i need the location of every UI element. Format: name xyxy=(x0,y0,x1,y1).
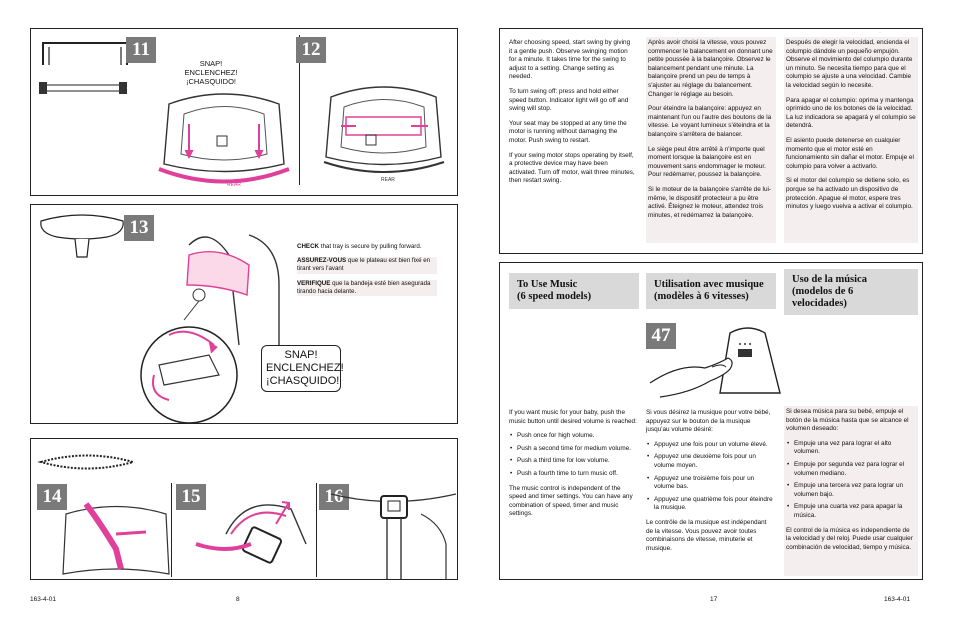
panel-divider xyxy=(171,483,172,577)
rear-label: REAR xyxy=(381,177,395,183)
step-15-illustration xyxy=(195,501,307,564)
page-number-left: 8 xyxy=(236,596,240,603)
music-header-en: To Use Music(6 speed models) xyxy=(509,273,639,309)
rear-label: REAR xyxy=(227,182,241,188)
check-fr: ASSUREZ-VOUS que le plateau est bien fix… xyxy=(297,257,437,274)
music-fr-column: Si vous désirez la musique pour votre bé… xyxy=(646,409,774,559)
footer-code-left: 163-4-01 xyxy=(30,596,57,603)
music-es-column: Si desea música para su bebé, empuje el … xyxy=(784,406,918,576)
step-16-illustration xyxy=(330,493,457,579)
check-tray-text: CHECK that tray is secure by pulling for… xyxy=(297,243,437,302)
step-number-14: 14 xyxy=(37,484,67,510)
swing-fr-column: Après avoir choisi la vitesse, vous pouv… xyxy=(646,37,776,243)
snap-callout: SNAP!ENCLENCHEZ!¡CHASQUIDO! xyxy=(261,345,344,392)
music-button-illustration xyxy=(649,327,781,398)
panel-divider xyxy=(299,35,300,185)
step-12-illustration: REAR xyxy=(323,86,445,183)
step-number-11: 11 xyxy=(126,37,156,63)
music-en-column: If you want music for your baby, push th… xyxy=(509,409,637,525)
footer-code-right: 163-4-01 xyxy=(884,596,911,603)
panel-steps-14-16: 14 15 16 xyxy=(30,438,458,580)
panel-step-13: 13 SNAP!ENCLENCHEZ!¡CHASQUIDO! CHECK tha… xyxy=(30,204,458,424)
step-13-illustration xyxy=(140,234,280,424)
strap-illustration xyxy=(37,454,137,470)
check-en: CHECK that tray is secure by pulling for… xyxy=(297,243,422,250)
step-number-47: 47 xyxy=(646,323,676,349)
tray-illustration xyxy=(40,214,124,258)
panel-divider xyxy=(316,483,317,577)
frame-bar-illustration xyxy=(39,42,128,94)
step-number-13: 13 xyxy=(124,215,154,241)
step-11-illustration: REAR xyxy=(158,93,290,188)
panel-steps-11-12: 11 SNAP!ENCLENCHEZ!¡CHASQUIDO! REAR 12 R… xyxy=(30,28,458,196)
panel-swing-instructions: After choosing speed, start swing by giv… xyxy=(499,28,923,254)
page-number-right: 17 xyxy=(710,596,718,603)
check-es: VERIFIQUE que la bandeja esté bien asegu… xyxy=(297,279,437,297)
swing-en-column: After choosing speed, start swing by giv… xyxy=(509,39,635,185)
step-number-15: 15 xyxy=(176,484,206,510)
snap-label: SNAP!ENCLENCHEZ!¡CHASQUIDO! xyxy=(184,59,238,86)
swing-es-column: Después de elegir la velocidad, encienda… xyxy=(784,37,918,243)
step-number-12: 12 xyxy=(296,37,326,63)
step-14-illustration xyxy=(62,502,170,575)
music-header-fr: Utilisation avec musique(modèles à 6 vit… xyxy=(646,273,776,309)
panel-music-instructions: To Use Music(6 speed models) Utilisation… xyxy=(499,262,923,580)
